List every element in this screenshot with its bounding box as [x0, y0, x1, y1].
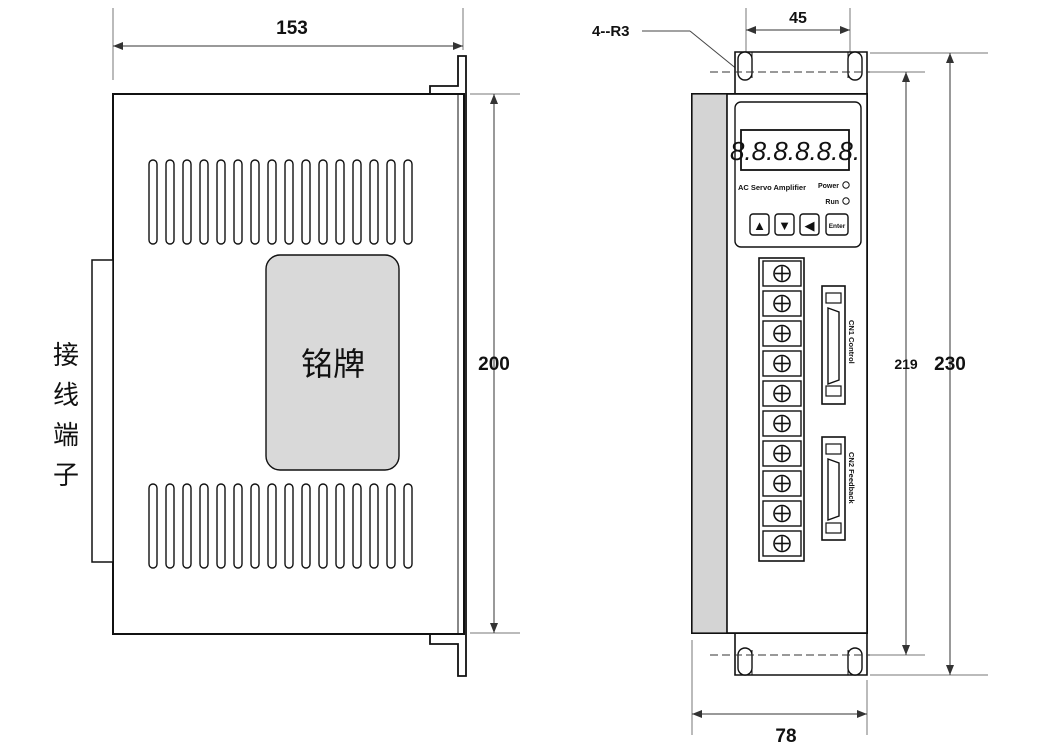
panel-title: AC Servo Amplifier — [738, 183, 806, 192]
bottom-mount-tab — [734, 633, 868, 676]
up-arrow-icon: ▲ — [753, 218, 766, 233]
inner-height-dimension: 219 — [894, 356, 918, 372]
nameplate — [265, 254, 400, 471]
terminal-label-1: 接 — [53, 341, 79, 371]
top-mount-tab — [734, 51, 868, 94]
power-indicator-label: Power — [818, 183, 839, 190]
cn1-connector[interactable]: CN1 Control — [821, 285, 856, 405]
front-view: 4--R3 45 8.8.8.8.8.8. AC Servo Amplif — [592, 8, 988, 747]
hole-radius-label: 4--R3 — [592, 23, 630, 40]
down-arrow-icon: ▼ — [778, 218, 791, 233]
enter-button[interactable]: Enter — [825, 213, 849, 236]
terminal-label-3: 端 — [53, 421, 79, 451]
led-display — [740, 129, 850, 171]
run-indicator-label: Run — [825, 199, 839, 206]
front-width-dimension: 78 — [775, 726, 796, 747]
terminal-block — [91, 259, 114, 563]
left-arrow-icon: ◀ — [805, 218, 815, 233]
cn1-label: CN1 Control — [847, 320, 856, 364]
side-view: 153 — [53, 8, 520, 677]
cn2-connector[interactable]: CN2 Feedback — [821, 436, 856, 541]
terminal-label-2: 线 — [53, 381, 79, 411]
cn2-label: CN2 Feedback — [847, 452, 856, 505]
mounting-flange — [429, 55, 467, 677]
enter-button-label: Enter — [829, 223, 846, 230]
power-led-icon — [842, 181, 850, 189]
bottom-vents — [148, 483, 413, 569]
led-display-digits: 8.8.8.8.8.8. — [730, 136, 860, 166]
left-button[interactable]: ◀ — [799, 213, 820, 236]
side-height-dimension: 200 — [478, 354, 510, 375]
top-vents — [148, 159, 413, 245]
up-button[interactable]: ▲ — [749, 213, 770, 236]
terminal-label-4: 子 — [53, 461, 79, 491]
outer-height-dimension: 230 — [934, 354, 966, 375]
down-button[interactable]: ▼ — [774, 213, 795, 236]
nameplate-label: 铭牌 — [301, 345, 365, 383]
terminal-screws — [762, 260, 802, 557]
hole-spacing-dimension: 45 — [789, 10, 807, 27]
heatsink-side — [691, 93, 728, 634]
run-led-icon — [842, 197, 850, 205]
side-width-dimension: 153 — [276, 18, 308, 39]
